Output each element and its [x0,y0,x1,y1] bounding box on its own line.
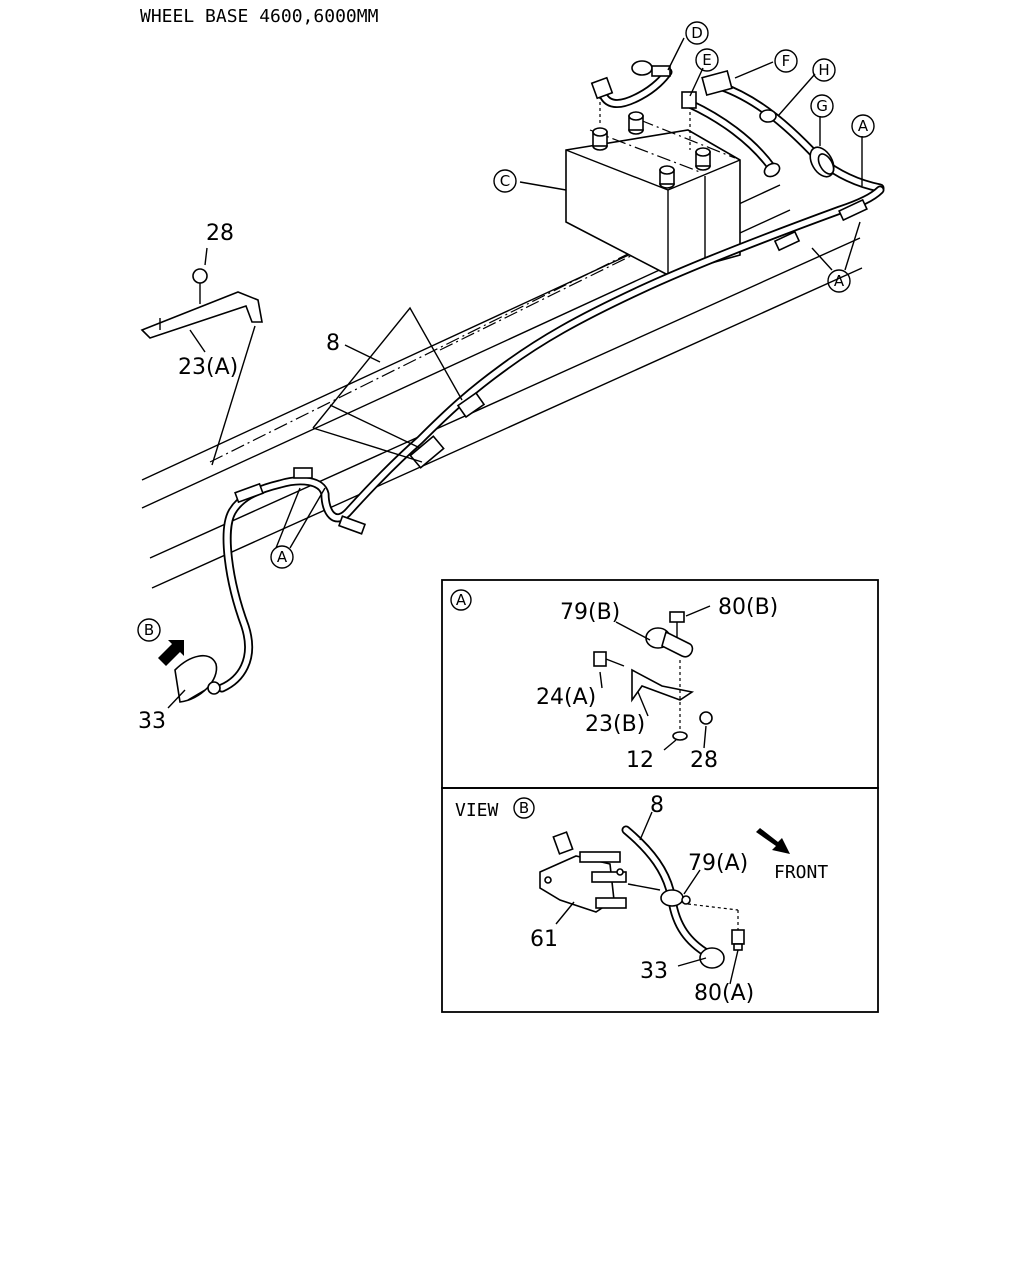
svg-text:F: F [782,52,791,70]
svg-text:A: A [277,548,288,566]
label-33-main: 33 [138,709,166,734]
svg-text:A: A [858,117,869,135]
leader-lines [167,37,863,709]
view-b-arrow-icon [158,640,184,666]
detail-a-box: A [441,579,879,789]
label-8-main: 8 [326,331,340,356]
label-79b: 79(B) [560,600,620,625]
callout-d: D [685,21,709,45]
label-28-detail: 28 [690,748,718,773]
view-b-word: VIEW [455,800,499,821]
detail-a-callout: A [456,591,467,609]
svg-text:G: G [816,97,828,115]
svg-text:E: E [702,51,711,69]
svg-text:A: A [834,272,845,290]
label-80b: 80(B) [718,595,778,620]
svg-text:D: D [691,24,703,42]
label-23a: 23(A) [178,355,238,380]
callout-a-right: A [827,269,851,293]
label-33-view: 33 [640,959,668,984]
label-24a: 24(A) [536,685,596,710]
svg-text:B: B [144,621,154,639]
label-80a: 80(A) [694,981,754,1006]
callout-b: B [137,618,161,642]
front-arrow-icon [756,828,790,854]
view-b-callout: B [519,799,529,817]
diagram-title: WHEEL BASE 4600,6000MM [140,6,379,27]
main-cable [174,185,885,703]
label-79a: 79(A) [688,851,748,876]
battery-cables [590,60,885,193]
label-8-view: 8 [650,793,664,818]
callout-e: E [695,48,719,72]
battery [565,96,741,276]
bracket-23a [140,268,263,339]
view-b-box: VIEW B [441,787,879,1013]
label-61: 61 [530,927,558,952]
callout-f: F [774,49,798,73]
label-12: 12 [626,748,654,773]
svg-text:C: C [500,172,510,190]
front-label: FRONT [774,862,828,883]
callout-a-left: A [270,545,294,569]
label-28-top: 28 [206,221,234,246]
callout-g: G [810,94,834,118]
label-23b: 23(B) [585,712,645,737]
callout-a-top: A [851,114,875,138]
callout-c: C [493,169,517,193]
svg-text:H: H [818,61,829,79]
callout-h: H [812,58,836,82]
leader-triangle [312,306,463,463]
